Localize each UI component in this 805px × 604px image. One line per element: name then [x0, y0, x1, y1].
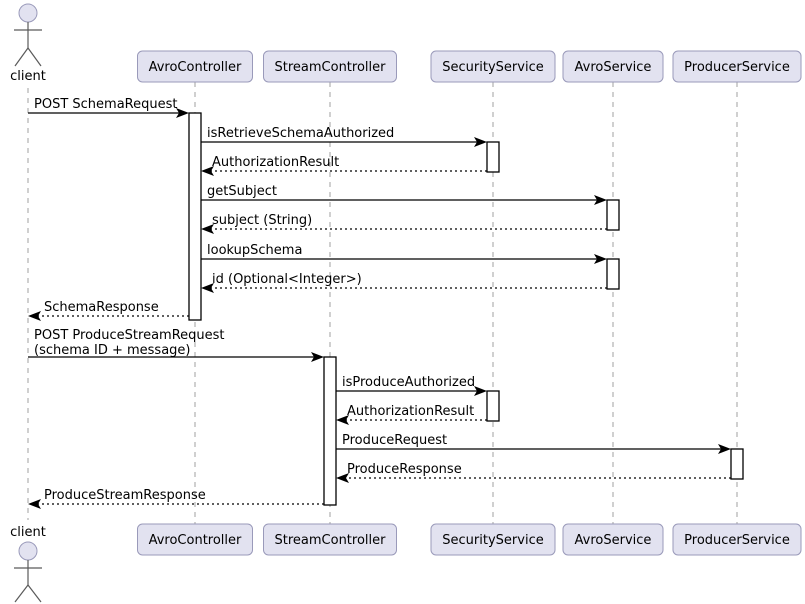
participant-producerService-top[interactable]: ProducerService — [672, 50, 802, 83]
message-label: ProduceStreamResponse — [44, 488, 206, 503]
participant-streamController-top[interactable]: StreamController — [263, 50, 397, 83]
message-post-schemarequest[interactable]: POST SchemaRequest — [28, 97, 189, 118]
arrowhead-left-icon — [28, 499, 41, 509]
participant-label: AvroService — [575, 533, 652, 548]
message-schemaresponse[interactable]: SchemaResponse — [28, 300, 189, 321]
participant-label: SecurityService — [442, 60, 543, 75]
activation-bar-streamController — [323, 356, 337, 506]
message-post-producestreamrequest[interactable]: POST ProduceStreamRequest (schema ID + m… — [28, 328, 324, 362]
message-lookupschema[interactable]: lookupSchema — [201, 243, 607, 264]
arrowhead-left-icon — [201, 166, 214, 176]
participant-avroController-bottom[interactable]: AvroController — [137, 523, 253, 556]
message-label: SchemaResponse — [44, 300, 159, 315]
participant-streamController-bottom[interactable]: StreamController — [263, 523, 397, 556]
participant-box — [137, 50, 253, 83]
message-label: lookupSchema — [207, 243, 302, 258]
message-authorizationresult-1[interactable]: AuthorizationResult — [201, 155, 487, 176]
message-label: subject (String) — [212, 213, 312, 228]
participant-label: AvroController — [149, 60, 242, 75]
participant-box — [430, 523, 556, 556]
message-id-optional-integer[interactable]: id (Optional<Integer>) — [201, 272, 607, 293]
actor-label-bottom: client — [10, 525, 46, 540]
participant-box — [137, 523, 253, 556]
participant-securityService-bottom[interactable]: SecurityService — [430, 523, 556, 556]
activation-bars-group — [188, 112, 744, 506]
arrowhead-right-icon — [311, 352, 324, 362]
arrowhead-right-icon — [594, 254, 607, 264]
message-label: POST SchemaRequest — [34, 97, 177, 112]
arrowhead-right-icon — [718, 444, 731, 454]
participant-securityService-top[interactable]: SecurityService — [430, 50, 556, 83]
message-label: id (Optional<Integer>) — [212, 272, 362, 287]
participant-box — [562, 50, 664, 83]
arrowhead-right-icon — [594, 195, 607, 205]
participant-label: AvroService — [575, 60, 652, 75]
actor-leg-left — [14, 47, 29, 67]
participant-box — [430, 50, 556, 83]
participant-box — [263, 50, 397, 83]
actor-label-top: client — [10, 69, 46, 84]
participant-label: SecurityService — [442, 533, 543, 548]
arrowhead-left-icon — [336, 473, 349, 483]
activation-bar-avroService-2 — [606, 258, 620, 290]
message-label: AuthorizationResult — [347, 404, 474, 419]
participant-box — [672, 523, 802, 556]
activation-bar-producerService — [730, 448, 744, 480]
participant-label: ProducerService — [684, 533, 790, 548]
message-producestreamresponse[interactable]: ProduceStreamResponse — [28, 488, 324, 509]
arrowhead-left-icon — [201, 283, 214, 293]
message-label: POST ProduceStreamRequest — [34, 328, 225, 343]
actor-client-top[interactable]: client — [10, 3, 46, 84]
activation-bar-securityService-1 — [486, 141, 500, 173]
participant-producerService-bottom[interactable]: ProducerService — [672, 523, 802, 556]
actor-leg-left-bottom — [14, 584, 29, 603]
actor-client-bottom[interactable]: client — [10, 525, 46, 603]
arrowhead-left-icon — [28, 311, 41, 321]
arrowhead-left-icon — [336, 415, 349, 425]
actor-leg-right-bottom — [27, 584, 42, 603]
actor-leg-right — [27, 47, 42, 67]
message-produceresponse[interactable]: ProduceResponse — [336, 462, 731, 483]
actor-head-icon — [18, 3, 38, 23]
message-label: ProduceResponse — [347, 462, 462, 477]
arrowhead-right-icon — [474, 386, 487, 396]
message-label: getSubject — [207, 184, 277, 199]
message-label: isRetrieveSchemaAuthorized — [207, 126, 394, 141]
participant-box — [672, 50, 802, 83]
participant-label: StreamController — [275, 60, 387, 75]
arrowhead-right-icon — [176, 108, 189, 118]
message-label: isProduceAuthorized — [342, 375, 475, 390]
arrowhead-right-icon — [474, 137, 487, 147]
actor-head-icon-bottom — [18, 541, 38, 561]
participant-boxes-bottom: AvroController StreamController Security… — [137, 523, 802, 556]
message-authorizationresult-2[interactable]: AuthorizationResult — [336, 404, 487, 425]
message-label: ProduceRequest — [342, 433, 447, 448]
message-getsubject[interactable]: getSubject — [201, 184, 607, 205]
participant-label: StreamController — [275, 533, 387, 548]
participant-avroService-bottom[interactable]: AvroService — [562, 523, 664, 556]
message-isproduceauthorized[interactable]: isProduceAuthorized — [336, 375, 487, 396]
activation-bar-avroService-1 — [606, 199, 620, 231]
participant-boxes-top: AvroController StreamController Security… — [137, 50, 802, 83]
activation-bar-securityService-2 — [486, 390, 500, 422]
activation-bar-avroController — [188, 112, 202, 321]
participant-label: ProducerService — [684, 60, 790, 75]
participant-box — [562, 523, 664, 556]
message-subject-string[interactable]: subject (String) — [201, 213, 607, 234]
message-label-line2: (schema ID + message) — [34, 343, 191, 358]
message-isretrieveschemaauthorized[interactable]: isRetrieveSchemaAuthorized — [201, 126, 487, 147]
message-producerequest[interactable]: ProduceRequest — [336, 433, 731, 454]
message-label: AuthorizationResult — [212, 155, 339, 170]
participant-avroService-top[interactable]: AvroService — [562, 50, 664, 83]
participant-box — [263, 523, 397, 556]
arrowhead-left-icon — [201, 224, 214, 234]
participant-label: AvroController — [149, 533, 242, 548]
participant-avroController-top[interactable]: AvroController — [137, 50, 253, 83]
